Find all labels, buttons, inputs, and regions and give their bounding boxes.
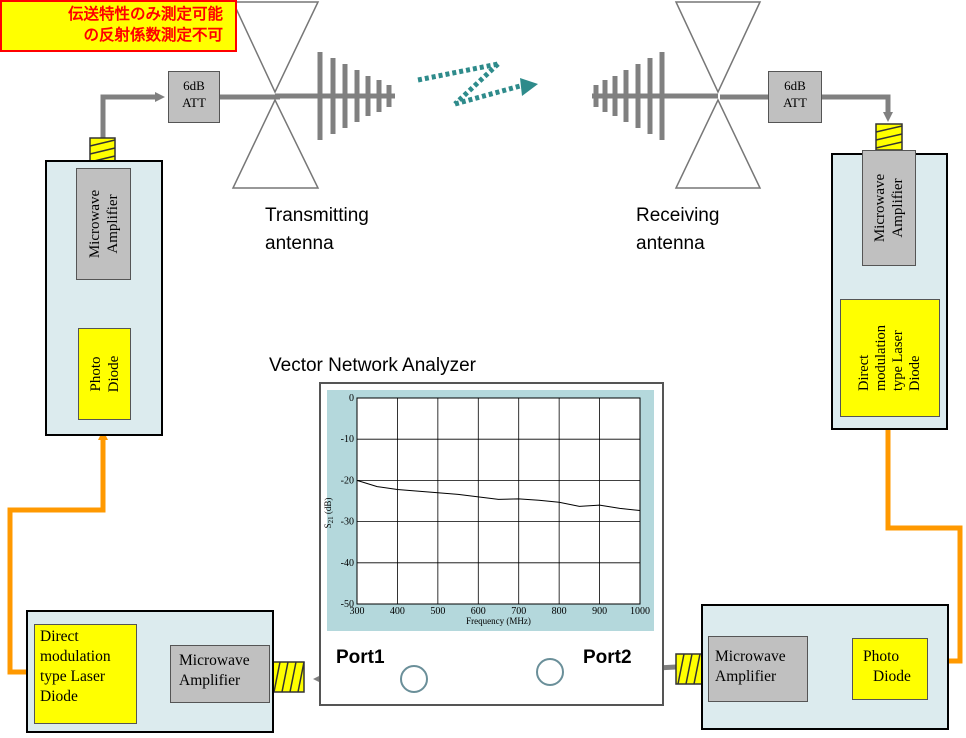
tx-att-line2: ATT <box>182 95 206 110</box>
rx-attenuator: 6dB ATT <box>768 71 822 123</box>
wave-arrowhead-icon <box>520 78 538 96</box>
x-axis-label: Frequency (MHz) <box>466 616 531 626</box>
rx-microwave-amplifier: Microwave Amplifier <box>862 150 916 266</box>
bl-ld-line1: Direct <box>40 628 79 645</box>
receiving-antenna-label: Receiving antenna <box>636 202 719 258</box>
br-amp-line1: Microwave <box>715 648 786 665</box>
tx-microwave-amplifier: Microwave Amplifier <box>76 168 131 280</box>
tx-antenna-line1: Transmitting <box>265 205 369 226</box>
rx-ld-line1: Direct <box>856 354 872 392</box>
x-tick-label: 1000 <box>630 606 650 617</box>
x-tick-label: 400 <box>390 606 405 617</box>
y-tick-label: -50 <box>341 599 354 610</box>
x-tick-label: 900 <box>592 606 607 617</box>
br-photo-diode: Photo Diode <box>852 638 928 700</box>
tx-rf-line <box>100 92 280 138</box>
wireless-wave-icon <box>417 61 521 107</box>
bl-laser-diode: Direct modulation type Laser Diode <box>34 624 137 724</box>
note-line-1: 伝送特性のみ測定可能 <box>67 5 223 23</box>
plot-area <box>356 397 641 605</box>
tx-photo-diode: Photo Diode <box>78 328 131 420</box>
s21-chart: 300 400 500 600 700 800 900 1000 0 -10 -20 -30 -40 -5… <box>323 393 650 626</box>
y-tick-label: 0 <box>349 393 354 404</box>
bl-connector-icon <box>271 661 305 693</box>
rx-att-line2: ATT <box>783 95 807 110</box>
port1-connector[interactable] <box>400 665 428 693</box>
rx-connector-icon <box>875 123 903 151</box>
tx-amp-line1: Microwave <box>86 189 103 259</box>
rx-amp-line2: Amplifier <box>890 178 906 238</box>
br-microwave-amplifier: Microwave Amplifier <box>708 636 808 702</box>
x-tick-label: 500 <box>430 606 445 617</box>
bl-ld-line3: type Laser <box>40 668 105 685</box>
y-tick-label: -20 <box>341 475 354 486</box>
rx-antenna-line1: Receiving <box>636 205 720 226</box>
br-amp-line2: Amplifier <box>715 668 777 685</box>
rx-ld-line3: type Laser <box>890 330 906 392</box>
port2-label: Port2 <box>583 647 632 668</box>
y-tick-label: -30 <box>341 517 354 528</box>
receiving-antenna-icon <box>592 1 762 189</box>
br-pd-line1: Photo <box>863 648 900 665</box>
rx-antenna-line2: antenna <box>636 233 705 254</box>
rx-att-line1: 6dB <box>784 78 806 93</box>
x-tick-label: 300 <box>350 606 365 617</box>
tx-att-line1: 6dB <box>183 78 205 93</box>
rx-amp-line1: Microwave <box>872 173 888 243</box>
rx-optical-line <box>885 420 963 666</box>
bl-ld-line4: Diode <box>40 688 78 705</box>
x-tick-label: 800 <box>552 606 567 617</box>
y-tick-label: -40 <box>341 558 354 569</box>
s21-series-line <box>356 479 641 511</box>
rx-ld-line4: Diode <box>907 355 923 392</box>
bl-amp-line1: Microwave <box>179 652 250 669</box>
port2-connector[interactable] <box>536 658 564 686</box>
br-pd-line2: Diode <box>873 668 911 685</box>
rx-rf-line <box>720 94 893 122</box>
transmitting-antenna-icon <box>231 1 395 189</box>
bl-microwave-amplifier: Microwave Amplifier <box>170 645 270 703</box>
bl-amp-line2: Amplifier <box>179 672 241 689</box>
bl-ld-line2: modulation <box>40 648 111 665</box>
port1-label: Port1 <box>336 647 385 668</box>
rx-laser-diode: Direct modulation type Laser Diode <box>840 299 940 417</box>
tx-connector-icon <box>89 137 116 163</box>
note-line-2: の反射係数測定不可 <box>83 26 223 44</box>
x-tick-label: 600 <box>471 606 486 617</box>
rx-ld-line2: modulation <box>873 324 889 392</box>
japanese-note-box: 伝送特性のみ測定可能 の反射係数測定不可 <box>0 0 237 52</box>
tx-antenna-line2: antenna <box>265 233 334 254</box>
vna-title: Vector Network Analyzer <box>269 355 476 376</box>
tx-amp-line2: Amplifier <box>104 194 121 254</box>
y-axis-label: S21 (dB) <box>323 498 335 529</box>
y-tick-label: -10 <box>341 434 354 445</box>
x-tick-label: 700 <box>511 606 526 617</box>
tx-pd-line1: Photo <box>87 356 104 392</box>
tx-pd-line2: Diode <box>105 355 122 393</box>
transmitting-antenna-label: Transmitting antenna <box>265 202 369 258</box>
tx-attenuator: 6dB ATT <box>168 71 220 123</box>
